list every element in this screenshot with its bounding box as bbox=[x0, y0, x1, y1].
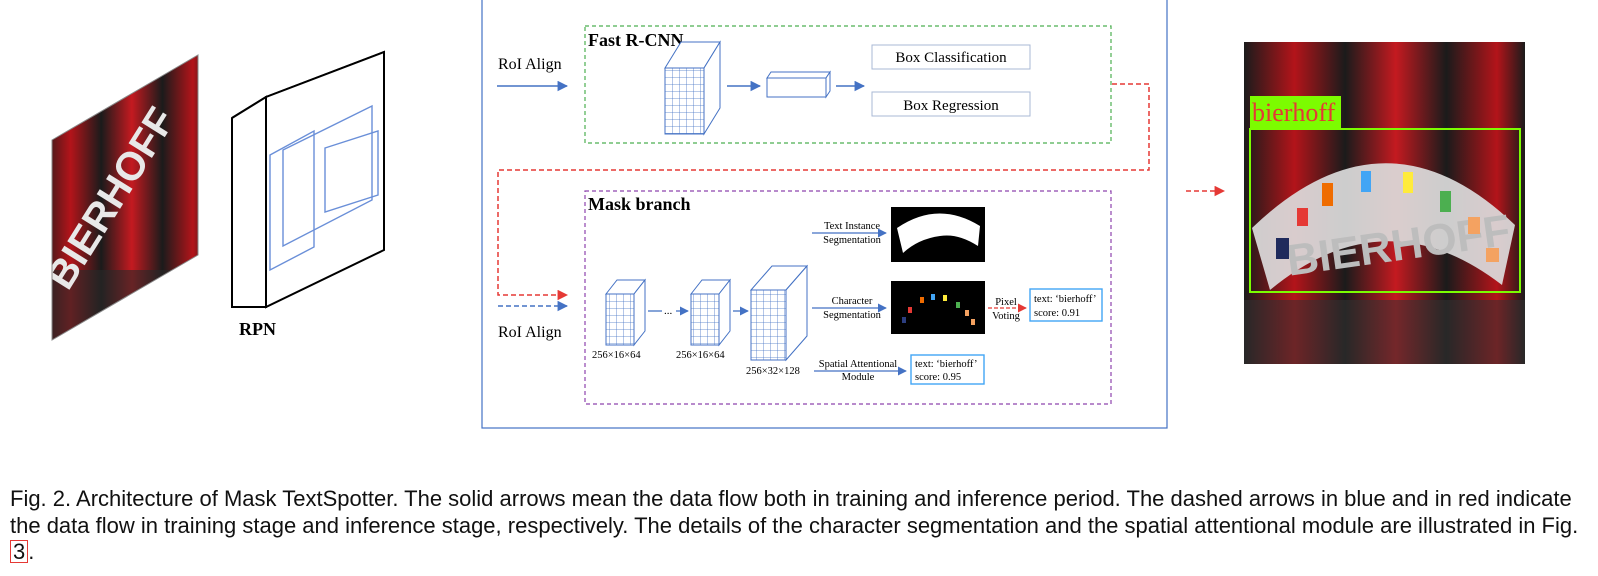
input-image: BIERHOFF bbox=[52, 55, 198, 340]
mask-branch-title: Mask branch bbox=[588, 194, 691, 214]
box-regression-label: Box Regression bbox=[903, 98, 999, 114]
rpn-label: RPN bbox=[239, 319, 276, 339]
text-instance-mask bbox=[891, 207, 985, 262]
fast-rcnn-box bbox=[584, 25, 1112, 144]
output-image: BIERHOFF bierhoff bbox=[1244, 42, 1525, 364]
fast-rcnn-title: Fast R-CNN bbox=[588, 30, 683, 50]
sam-label-1: Spatial Attentional bbox=[819, 359, 898, 370]
pixel-voting-label-2: Voting bbox=[992, 311, 1021, 322]
caption-suffix: . bbox=[28, 539, 35, 564]
output-detection-box bbox=[1249, 128, 1521, 293]
caption-text: Fig. 2. Architecture of Mask TextSpotter… bbox=[10, 486, 1579, 538]
mask-feature-map-1 bbox=[604, 278, 647, 347]
box-classification-box bbox=[871, 44, 1031, 70]
rpn-block bbox=[231, 50, 385, 309]
dim-label-3: 256×32×128 bbox=[746, 366, 800, 377]
inference-loop-arrow bbox=[497, 83, 1150, 301]
sam-label-2: Module bbox=[842, 372, 875, 383]
char-seg-label-2: Segmentation bbox=[823, 310, 881, 321]
fast-rcnn-feature-map bbox=[664, 40, 721, 136]
pixel-voting-result-box bbox=[1029, 288, 1103, 322]
output-label-text: bierhoff bbox=[1252, 98, 1336, 127]
text-instance-seg-label-2: Segmentation bbox=[823, 235, 881, 246]
text-instance-seg-label-1: Text Instance bbox=[824, 221, 880, 232]
pixel-voting-label-1: Pixel bbox=[995, 297, 1017, 308]
dim-label-2: 256×16×64 bbox=[676, 350, 725, 361]
sam-result-score: score: 0.95 bbox=[915, 372, 961, 383]
char-seg-label-1: Character bbox=[832, 296, 873, 307]
figure-reference-link[interactable]: 3 bbox=[10, 540, 29, 563]
output-label-bg bbox=[1250, 96, 1341, 128]
mask-feature-map-2 bbox=[689, 278, 732, 347]
box-regression-box bbox=[871, 91, 1031, 117]
sam-result-box bbox=[910, 354, 985, 385]
pixel-voting-result-score: score: 0.91 bbox=[1034, 308, 1080, 319]
input-image-border bbox=[51, 54, 199, 341]
pixel-voting-result-text: text: ‘bierhoff’ bbox=[1034, 294, 1097, 305]
sam-result-text: text: ‘bierhoff’ bbox=[915, 359, 978, 370]
roi-align-top-label: RoI Align bbox=[498, 56, 562, 73]
architecture-diagram: BIERHOFF RPN RoI Align Fast R-CNN Box Cl… bbox=[51, 0, 1525, 429]
mask-feature-map-3 bbox=[749, 264, 809, 362]
character-mask bbox=[891, 281, 985, 334]
outer-frame bbox=[481, 0, 1168, 429]
fc-layer-block bbox=[766, 70, 831, 99]
box-classification-label: Box Classification bbox=[895, 50, 1007, 66]
ellipsis: ... bbox=[664, 305, 673, 317]
mask-branch-box bbox=[584, 190, 1112, 405]
roi-align-bottom-label: RoI Align bbox=[498, 324, 562, 341]
figure-caption: Fig. 2. Architecture of Mask TextSpotter… bbox=[10, 486, 1590, 566]
dim-label-1: 256×16×64 bbox=[592, 350, 641, 361]
